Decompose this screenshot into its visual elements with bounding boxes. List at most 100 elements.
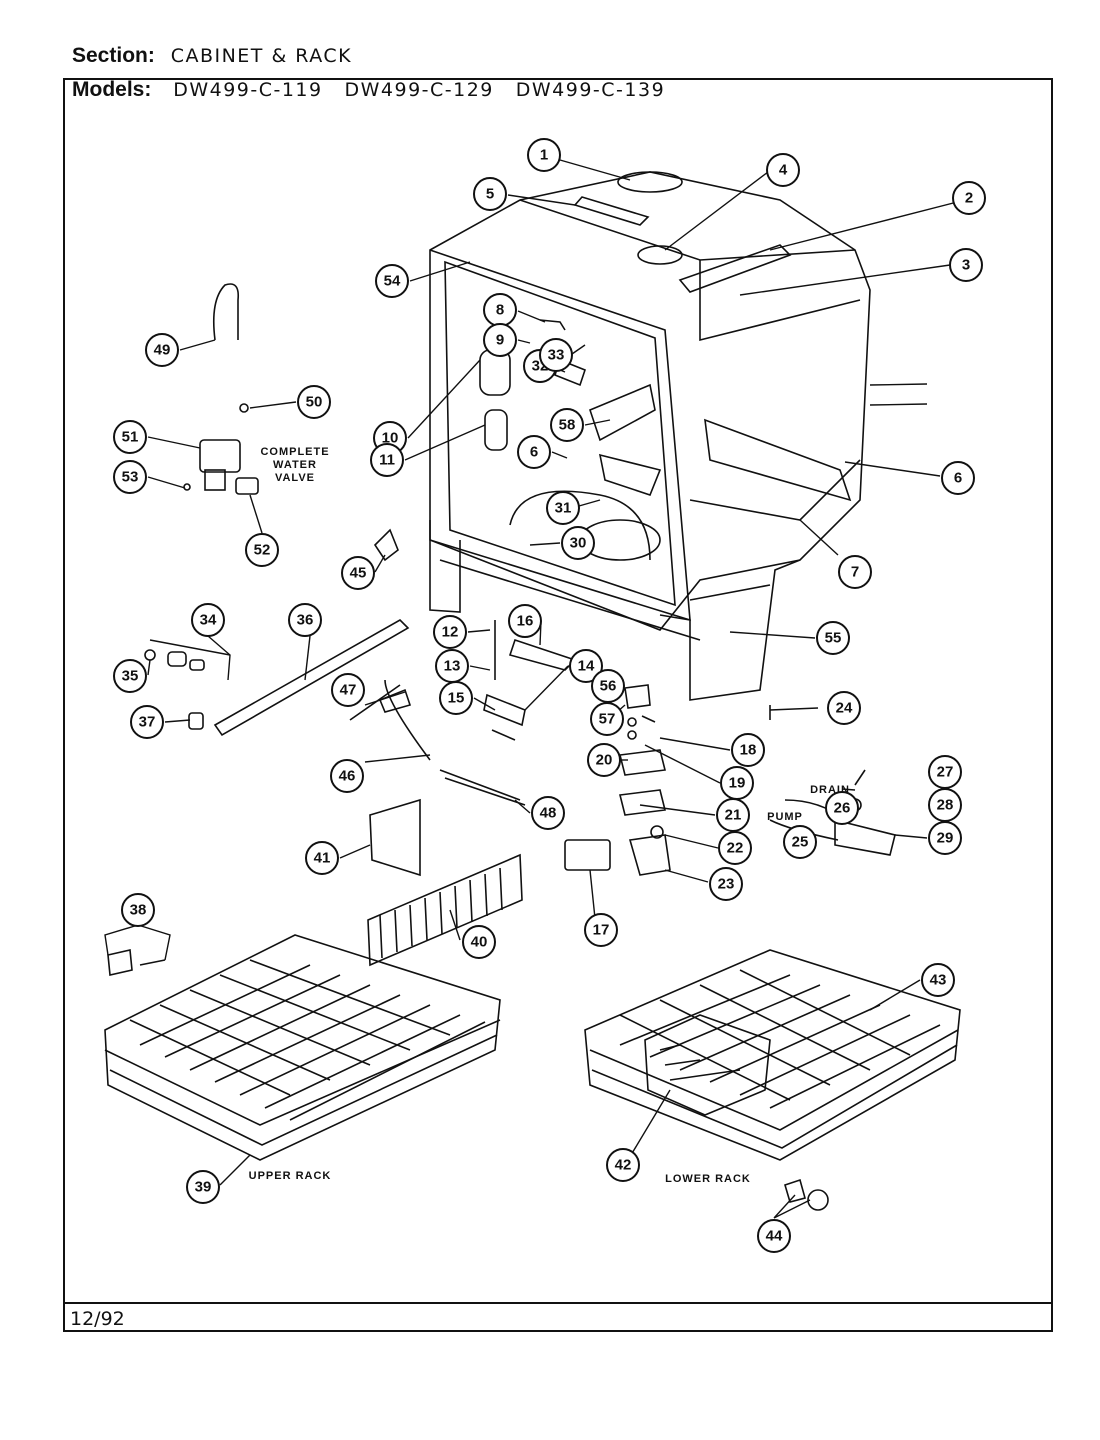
callout-6a-number: 6 (530, 444, 538, 461)
callout-11-number: 11 (379, 452, 395, 469)
callout-4: 4 (766, 153, 800, 187)
callout-4-number: 4 (779, 162, 788, 179)
callout-28-number: 28 (937, 797, 954, 814)
label-lower-rack: LOWER RACK (665, 1173, 751, 1185)
callout-47: 47 (331, 673, 365, 707)
callout-24: 24 (827, 691, 861, 725)
callout-11: 11 (370, 443, 404, 477)
section-value: CABINET & RACK (170, 45, 353, 67)
callout-40-number: 40 (471, 934, 488, 951)
callout-45-number: 45 (350, 565, 367, 582)
callout-25-number: 25 (792, 834, 809, 851)
callout-6b: 6 (941, 461, 975, 495)
callout-29-number: 29 (937, 830, 954, 847)
label-upper-rack: UPPER RACK (249, 1170, 332, 1182)
callout-14-number: 14 (578, 658, 595, 675)
callout-32: 32 (523, 349, 557, 383)
section-label: Section: (72, 44, 155, 67)
callout-43: 43 (921, 963, 955, 997)
callout-1-number: 1 (540, 147, 548, 164)
callout-41-number: 41 (314, 850, 331, 867)
callout-20: 20 (587, 743, 621, 777)
callout-49-number: 49 (154, 342, 171, 359)
callout-28: 28 (928, 788, 962, 822)
model-3: DW499-C-139 (515, 79, 666, 101)
diagram-frame (63, 78, 1053, 1332)
callout-54-number: 54 (384, 273, 401, 290)
callout-34-number: 34 (200, 612, 217, 629)
callout-35: 35 (113, 659, 147, 693)
callout-37: 37 (130, 705, 164, 739)
callout-50: 50 (297, 385, 331, 419)
label-valve: VALVE (275, 472, 315, 484)
callout-5-number: 5 (486, 186, 494, 203)
callout-22: 22 (718, 831, 752, 865)
callout-36-number: 36 (297, 612, 314, 629)
model-2: DW499-C-129 (344, 79, 494, 101)
callout-57: 57 (590, 702, 624, 736)
callout-7-number: 7 (851, 564, 859, 581)
callout-36: 36 (288, 603, 322, 637)
models-line: Models: DW499-C-119 DW499-C-129 DW499-C-… (72, 78, 665, 102)
label-water: WATER (273, 459, 317, 471)
callout-27-number: 27 (937, 764, 954, 781)
callout-30-number: 30 (570, 535, 587, 552)
callout-58: 58 (550, 408, 584, 442)
callout-8-number: 8 (496, 302, 504, 319)
callout-38: 38 (121, 893, 155, 927)
callout-41: 41 (305, 841, 339, 875)
callout-53-number: 53 (122, 469, 139, 486)
callout-33: 33 (539, 338, 573, 372)
callout-56-number: 56 (600, 678, 617, 695)
callout-51: 51 (113, 420, 147, 454)
callout-39: 39 (186, 1170, 220, 1204)
callout-45: 45 (341, 556, 375, 590)
callout-44-number: 44 (766, 1228, 783, 1245)
hardware-parts (107, 528, 896, 976)
label-pump: PUMP (767, 811, 803, 823)
callout-20-number: 20 (596, 752, 613, 769)
callout-25: 25 (783, 825, 817, 859)
lower-rack (584, 949, 961, 1211)
callout-15: 15 (439, 681, 473, 715)
footer-rule (63, 1302, 1053, 1304)
callout-19: 19 (720, 766, 754, 800)
callout-17-number: 17 (593, 922, 610, 939)
callout-55: 55 (816, 621, 850, 655)
callout-56: 56 (591, 669, 625, 703)
callout-31: 31 (546, 491, 580, 525)
callout-9-number: 9 (496, 332, 504, 349)
callout-33-number: 33 (548, 347, 565, 364)
callout-48-number: 48 (540, 805, 557, 822)
callout-26-number: 26 (834, 800, 851, 817)
callout-3-number: 3 (962, 257, 970, 274)
callout-53: 53 (113, 460, 147, 494)
callout-12-number: 12 (442, 624, 459, 641)
callout-51-number: 51 (122, 429, 139, 446)
callout-42: 42 (606, 1148, 640, 1182)
callout-2: 2 (952, 181, 986, 215)
callout-46-number: 46 (339, 768, 356, 785)
callout-24-number: 24 (836, 700, 853, 717)
callout-19-number: 19 (729, 775, 746, 792)
callout-14: 14 (569, 649, 603, 683)
model-1: DW499-C-119 (173, 79, 323, 101)
callout-18: 18 (731, 733, 765, 767)
callout-15-number: 15 (448, 690, 465, 707)
callout-10-number: 10 (382, 430, 399, 447)
callout-2-number: 2 (965, 190, 973, 207)
callout-48: 48 (531, 796, 565, 830)
callout-44: 44 (757, 1219, 791, 1253)
callout-43-number: 43 (930, 972, 947, 989)
callout-8: 8 (483, 293, 517, 327)
callout-49: 49 (145, 333, 179, 367)
callout-6b-number: 6 (954, 470, 962, 487)
callout-54: 54 (375, 264, 409, 298)
section-line: Section: CABINET & RACK (72, 44, 352, 68)
upper-rack (104, 934, 501, 1161)
leader-lines (104, 159, 966, 1219)
callout-21: 21 (716, 798, 750, 832)
annotation-labels: COMPLETE WATER VALVE DRAIN PUMP UPPER RA… (249, 446, 849, 1185)
callout-30: 30 (561, 526, 595, 560)
